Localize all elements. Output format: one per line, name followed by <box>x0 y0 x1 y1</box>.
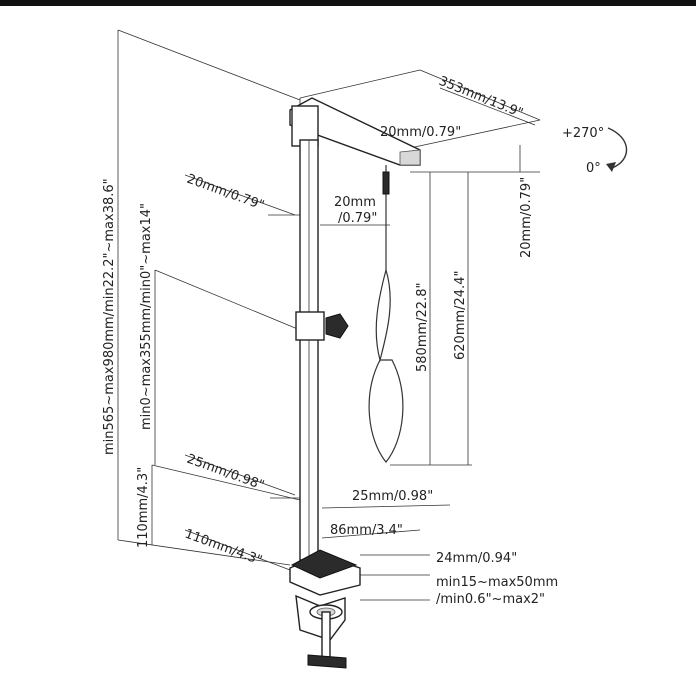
pole-depth-top-label: 20mm <box>334 195 376 210</box>
dimension-lines <box>117 29 541 601</box>
top-border <box>0 0 696 6</box>
clamp-range-mm-label: min15~max50mm <box>436 575 558 590</box>
rotation-arrow-icon <box>606 127 628 172</box>
pole-depth-bottom-label: 25mm/0.98" <box>352 489 433 504</box>
arm-thickness-label: 20mm/0.79" <box>380 125 461 140</box>
mount-illustration <box>289 97 421 669</box>
adjust-range-label: min0~max355mm/min0"~max14" <box>139 203 154 430</box>
total-height-label: min565~max980mm/min22.2"~max38.6" <box>102 178 117 455</box>
pole-depth-top-unit-label: /0.79" <box>338 211 377 226</box>
pole-width-top-label: 20mm/0.79" <box>185 172 266 214</box>
shelf-length-label: 353mm/13.9" <box>437 74 526 121</box>
arm-height-right-label: 20mm/0.79" <box>519 177 534 258</box>
base-height-left-label: 110mm/4.3" <box>136 467 151 548</box>
rotation-zero-label: 0° <box>586 161 601 176</box>
arm-drop-label: 620mm/24.4" <box>453 271 468 360</box>
base-depth-label: 86mm/3.4" <box>330 523 403 538</box>
rotation-plus-label: +270° <box>562 126 604 141</box>
clamp-range-in-label: /min0.6"~max2" <box>436 592 545 607</box>
pole-width-bottom-label: 25mm/0.98" <box>185 452 266 494</box>
clamp-thickness-label: 24mm/0.94" <box>436 551 517 566</box>
base-width-label: 110mm/4.3" <box>183 527 264 569</box>
hook-length-label: 580mm/22.8" <box>415 283 430 372</box>
